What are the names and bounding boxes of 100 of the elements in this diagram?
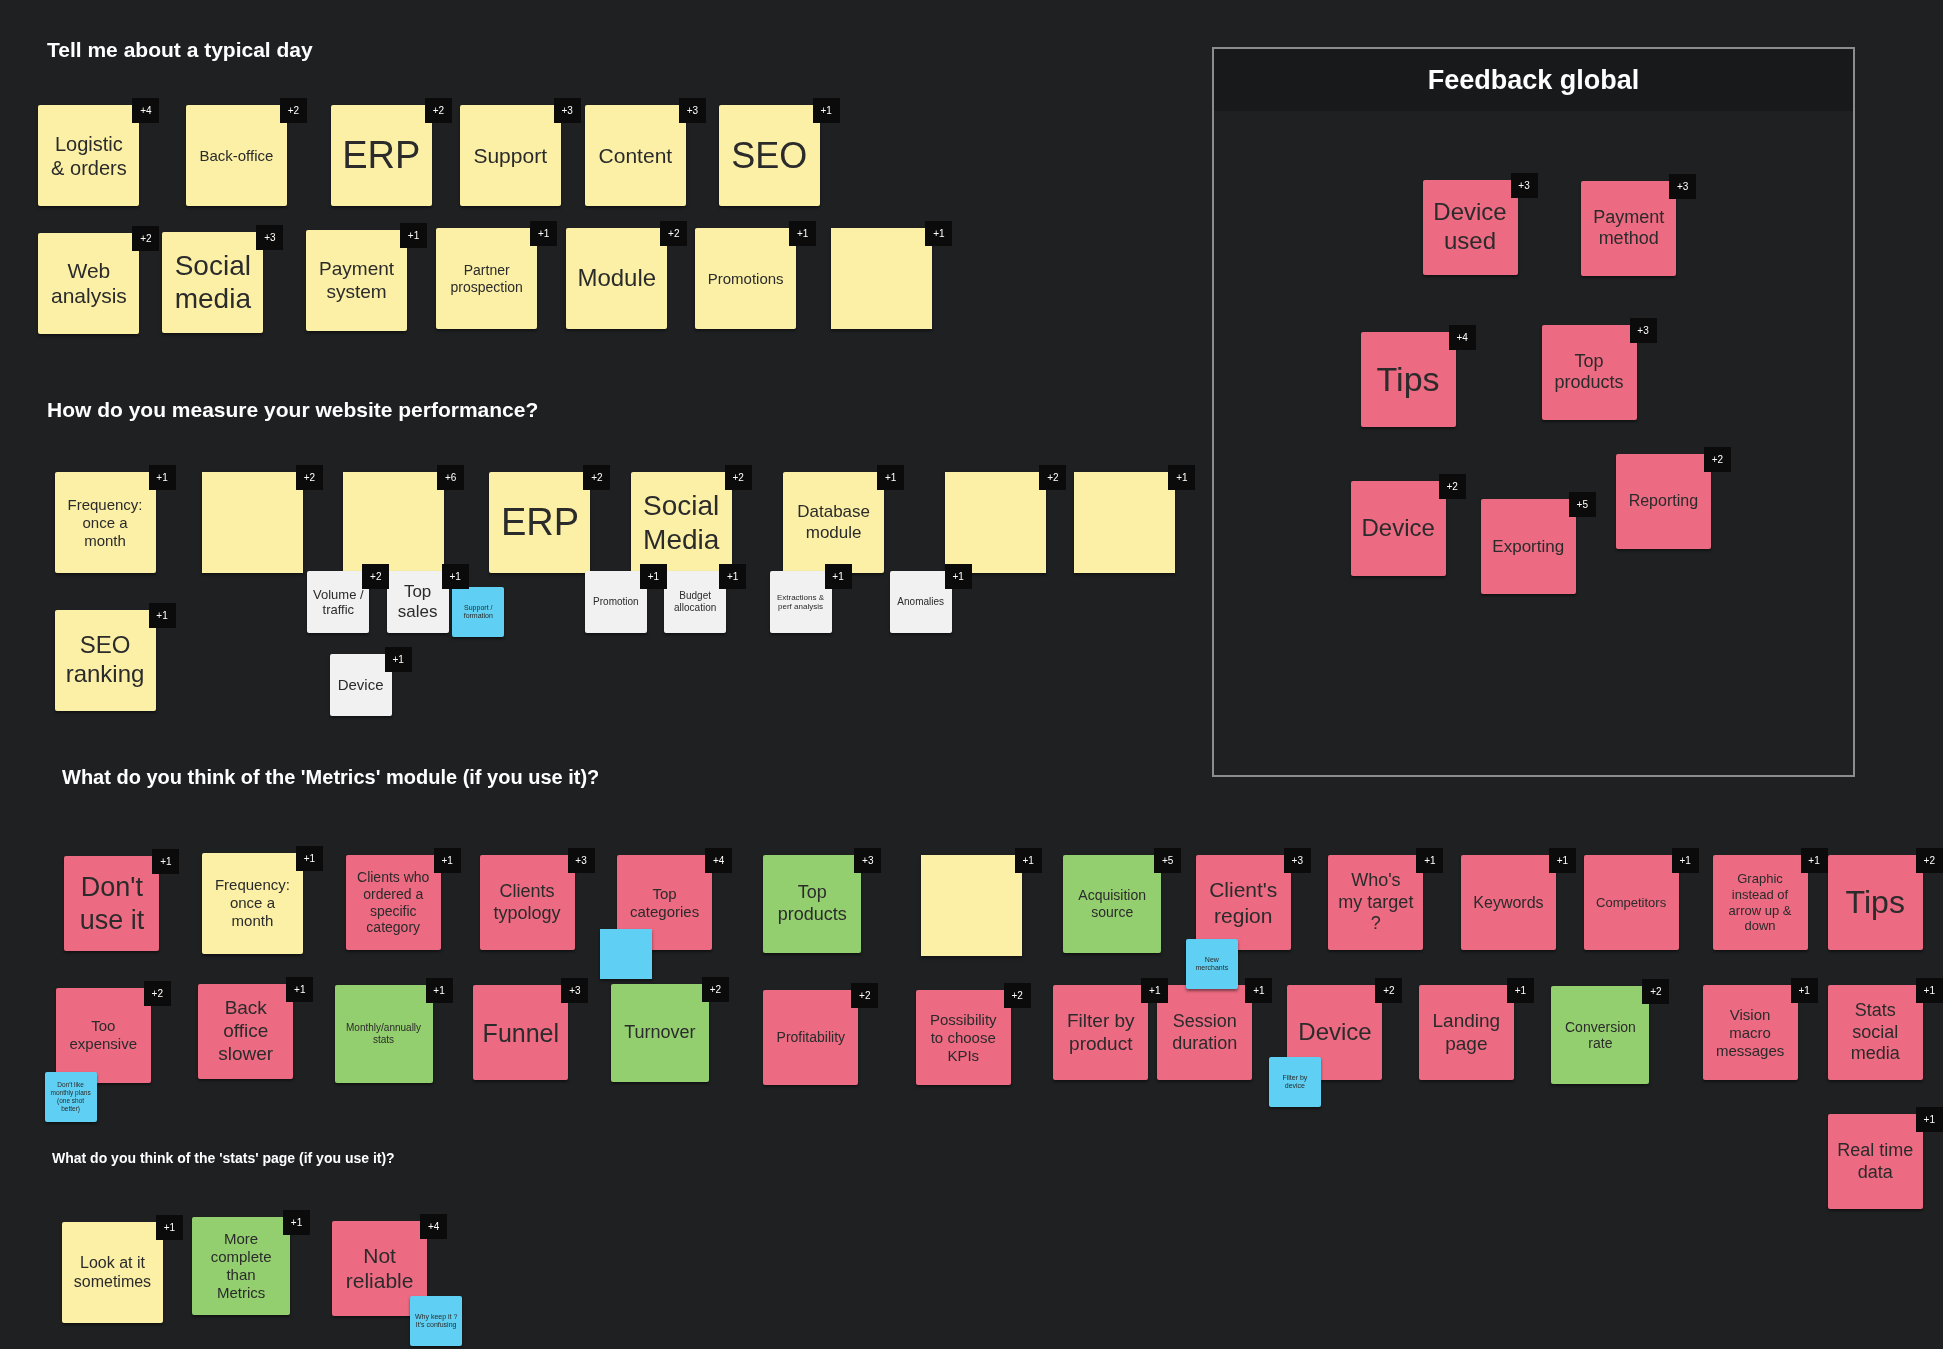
sticky-note [1827,855,1923,950]
vote-count: +1 [1141,978,1169,1004]
vote-count: +1 [639,564,667,590]
sticky-note [1360,332,1456,428]
note-text: Reporting [1628,491,1699,511]
vote-count: +3 [1669,173,1697,199]
note-text: Profitability [776,1029,846,1046]
vote-count: +1 [283,1209,311,1235]
note-text: Top categories [629,884,701,921]
vote-count: +1 [148,465,176,491]
note-text: Acquisition source [1077,887,1148,921]
vote-count: +1 [812,98,840,124]
sticky-note [584,105,686,207]
note-text: Tips [1376,359,1440,400]
vote-count: +1 [1506,978,1534,1004]
sticky-note [489,472,591,574]
note-text: Top sales [396,581,439,623]
note-text: Vision macro messages [1714,1005,1786,1060]
vote-count: +2 [1003,983,1031,1009]
sticky-note [831,228,933,329]
note-text: Clients typology [492,880,562,925]
note-text: Payment system [318,258,396,304]
note-text: Monthly/annually stats [345,1022,423,1047]
sticky-note [1195,855,1291,950]
sticky-note [192,1216,291,1315]
sticky-note [664,571,727,634]
sticky-note [185,105,287,207]
vote-count: +2 [424,98,452,124]
note-text: Frequency: once a month [213,876,291,931]
vote-count: +3 [678,98,706,124]
sticky-note [1712,855,1808,950]
sticky-note [61,1221,163,1323]
note-text: Top products [1553,350,1625,394]
note-text: Possibility to choose KPIs [928,1010,998,1065]
vote-count: +3 [567,848,595,873]
sticky-note [386,571,449,634]
note-text: Don't use it [78,871,146,937]
note-text: SEO ranking [64,631,146,689]
note-text: Promotion [593,596,639,609]
section-heading: Tell me about a typical day [47,37,313,63]
vote-count: +2 [1915,848,1943,873]
sticky-note [617,855,713,950]
vote-count: +2 [1039,465,1067,491]
vote-count: +6 [437,465,465,491]
vote-count: +2 [279,98,307,124]
vote-count: +4 [132,98,160,124]
sticky-note [162,231,264,333]
sticky-note [479,855,575,950]
section-heading: How do you measure your website performance? [47,397,539,423]
note-text: Stats social media [1849,1000,1901,1065]
sticky-note [452,587,505,638]
vote-count: +1 [1915,978,1943,1004]
vote-count: +1 [1671,848,1699,873]
vote-count: +5 [1154,848,1182,873]
note-text: Device [1298,1018,1372,1047]
vote-count: +2 [132,225,160,251]
note-text: Social media [173,248,252,316]
note-text: Logistic & orders [50,131,128,180]
note-text: Back office slower [217,997,275,1066]
note-text: Keywords [1473,892,1544,913]
sticky-note [44,1071,97,1122]
vote-count: +3 [561,978,589,1004]
note-text: Extractions & perf analysis [775,592,826,612]
frame-title: Feedback global [1213,49,1853,112]
sticky-note [1581,180,1677,276]
note-text: Content [598,143,673,169]
vote-count: +2 [1703,446,1731,472]
note-text: Too expensive [68,1017,138,1054]
sticky-note [889,571,952,634]
sticky-note [1074,472,1176,574]
vote-count: +2 [660,221,688,246]
note-text: Database module [796,502,872,543]
note-text: Volume / traffic [312,586,365,618]
sticky-note [64,856,160,952]
note-text: Not reliable [344,1242,415,1294]
vote-count: +1 [1800,848,1828,873]
vote-count: +1 [152,849,180,875]
vote-count: +3 [553,98,581,124]
sticky-note [201,472,303,574]
vote-count: +1 [1790,978,1818,1004]
sticky-note [54,472,156,574]
note-text: Clients who ordered a specific category [356,868,431,937]
note-text: Client's region [1208,877,1279,928]
sticky-note [332,1220,428,1316]
sticky-note [1063,855,1162,953]
vote-count: +2 [851,983,879,1009]
vote-count: +5 [1568,492,1596,518]
vote-count: +1 [148,602,176,628]
sticky-note [1422,179,1518,275]
sticky-note [695,228,797,329]
vote-count: +2 [1438,473,1466,499]
vote-count: +1 [155,1214,183,1240]
note-text: Support [473,143,547,169]
vote-count: +3 [256,224,284,250]
sticky-note [566,228,668,329]
note-text: Graphic instead of arrow up & down [1727,871,1793,934]
frame-panel [1211,47,1855,777]
vote-count: +3 [854,848,882,873]
vote-count: +1 [789,221,817,246]
vote-count: +1 [824,564,852,590]
